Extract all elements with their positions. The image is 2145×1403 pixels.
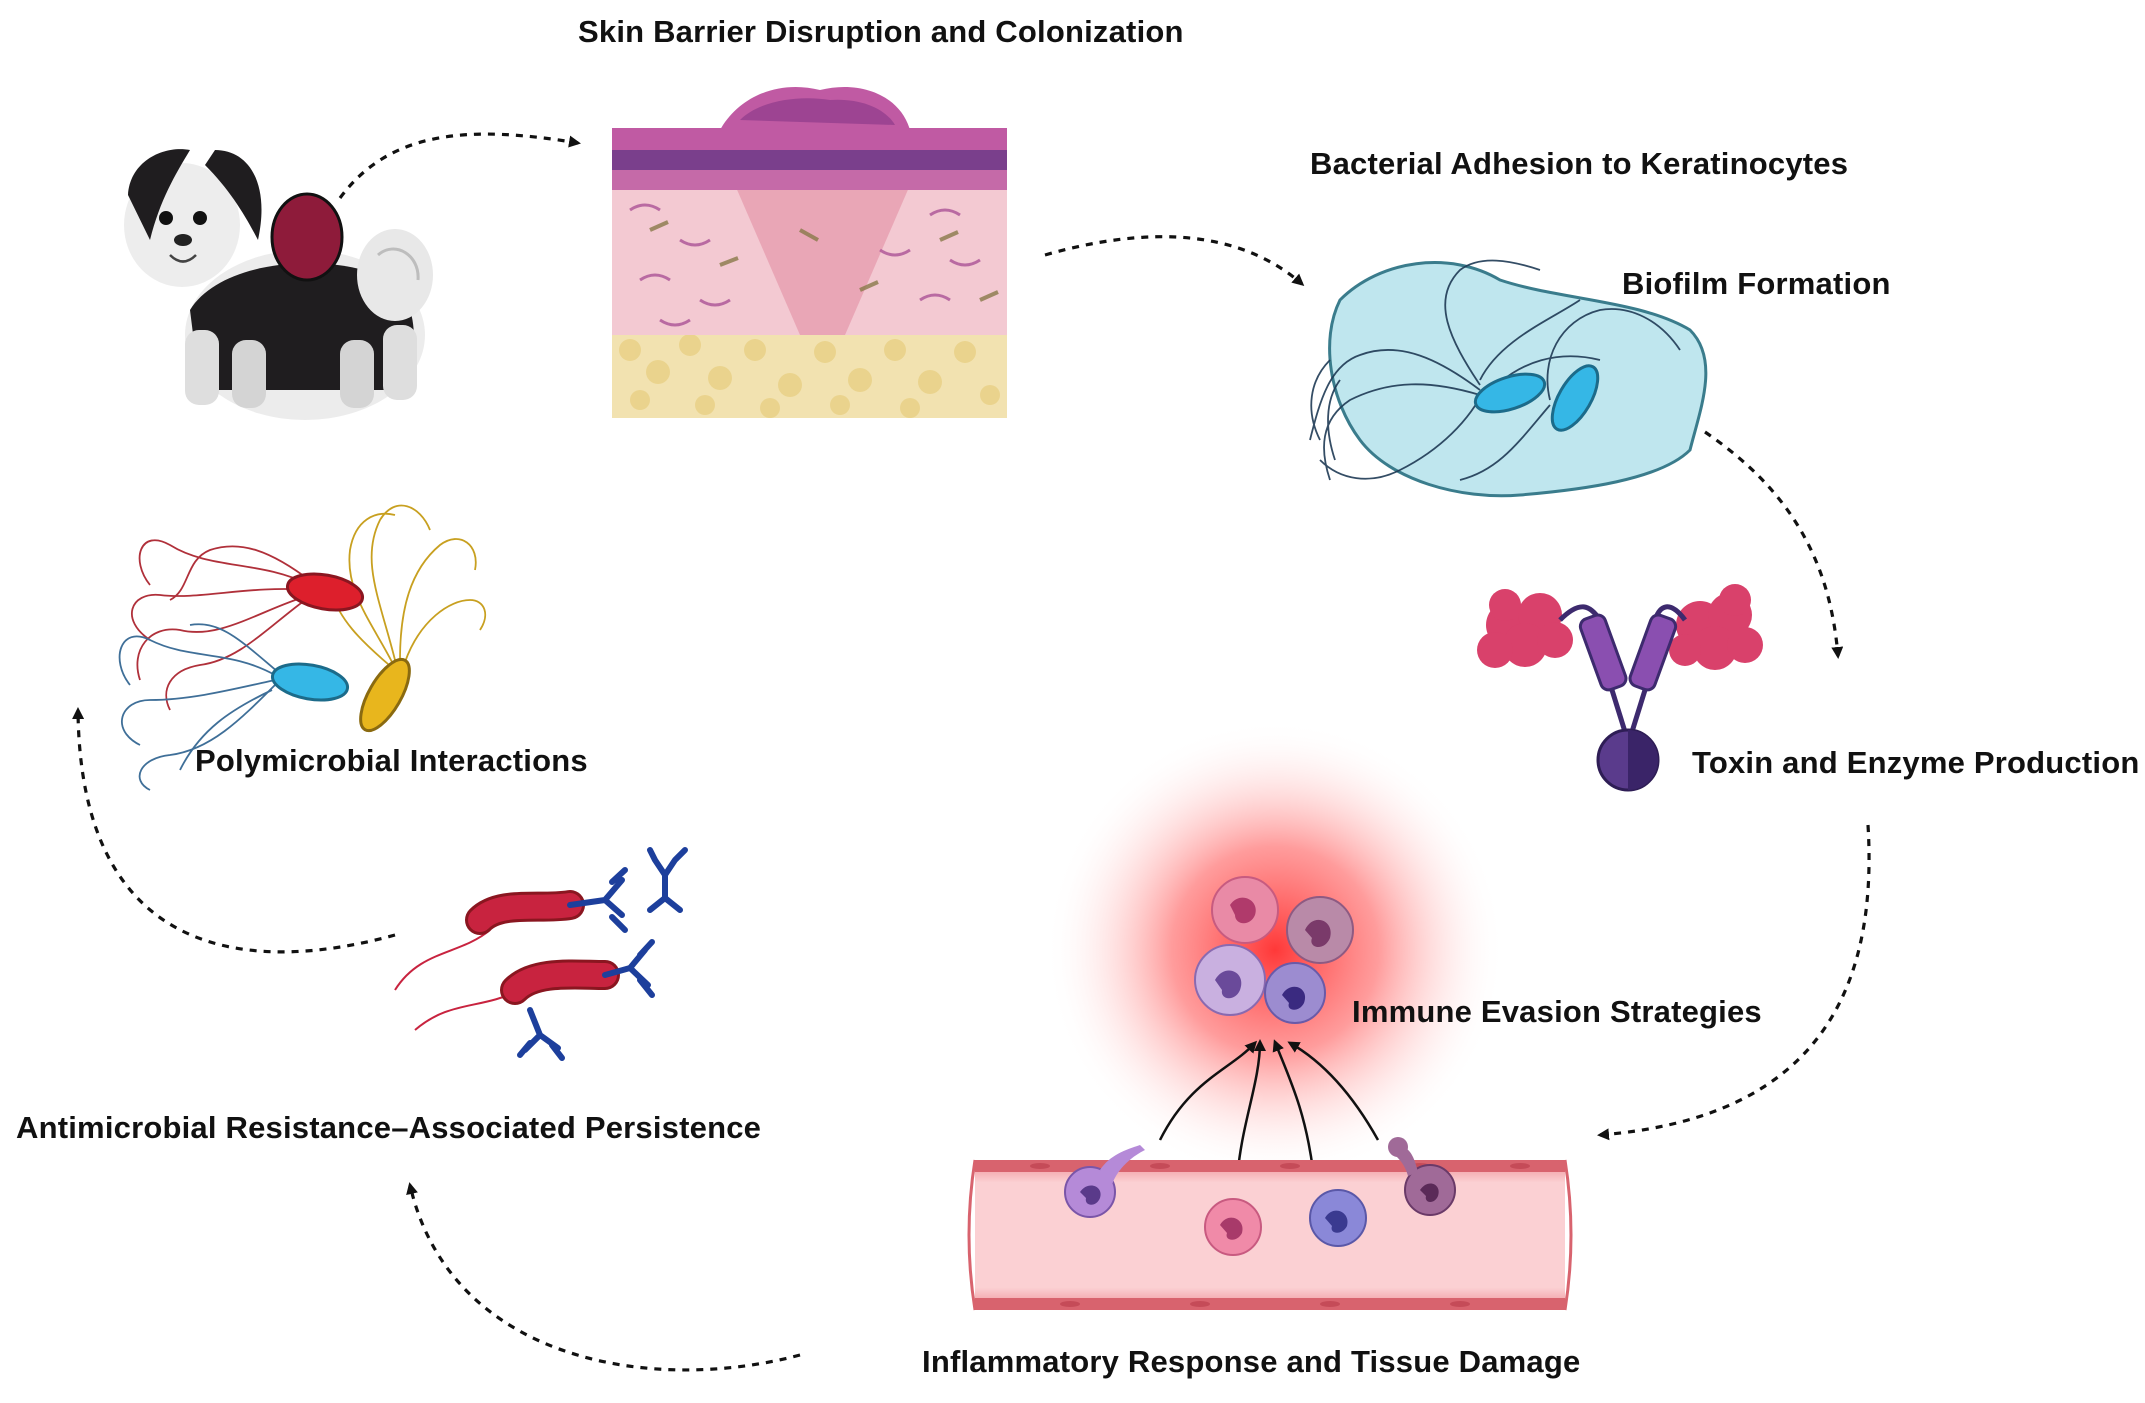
leukocyte-migration-arrows [1158, 1039, 1380, 1171]
label-polymicrobial: Polymicrobial Interactions [195, 743, 588, 778]
label-inflammatory: Inflammatory Response and Tissue Damage [922, 1344, 1581, 1379]
arrow-dog-to-skin [338, 132, 581, 199]
arrow-skin-to-adhesion [1044, 235, 1305, 286]
immune-cells [1045, 720, 1505, 1180]
cycle-arrows [72, 132, 1871, 1372]
blood-vessel [967, 1137, 1573, 1311]
dog-illustration [124, 149, 433, 420]
arrow-amr-to-polymicrobial [72, 707, 396, 954]
arrow-toxin-to-inflammation [1597, 824, 1871, 1141]
label-biofilm: Biofilm Formation [1622, 266, 1891, 301]
skin-lesion [270, 192, 344, 282]
arrow-inflammation-to-amr [406, 1182, 801, 1372]
bacteria-antibodies [394, 847, 688, 1061]
label-toxin: Toxin and Enzyme Production [1692, 745, 2140, 780]
label-adhesion: Bacterial Adhesion to Keratinocytes [1310, 146, 1849, 181]
label-amr: Antimicrobial Resistance–Associated Pers… [16, 1110, 762, 1145]
skin-cross-section [612, 86, 1007, 418]
label-immune: Immune Evasion Strategies [1352, 994, 1762, 1029]
biofilm-cell [1309, 259, 1708, 498]
toxin-enzyme [1477, 584, 1763, 792]
mixed-bacteria [118, 504, 487, 791]
label-skin-barrier: Skin Barrier Disruption and Colonization [578, 14, 1184, 49]
